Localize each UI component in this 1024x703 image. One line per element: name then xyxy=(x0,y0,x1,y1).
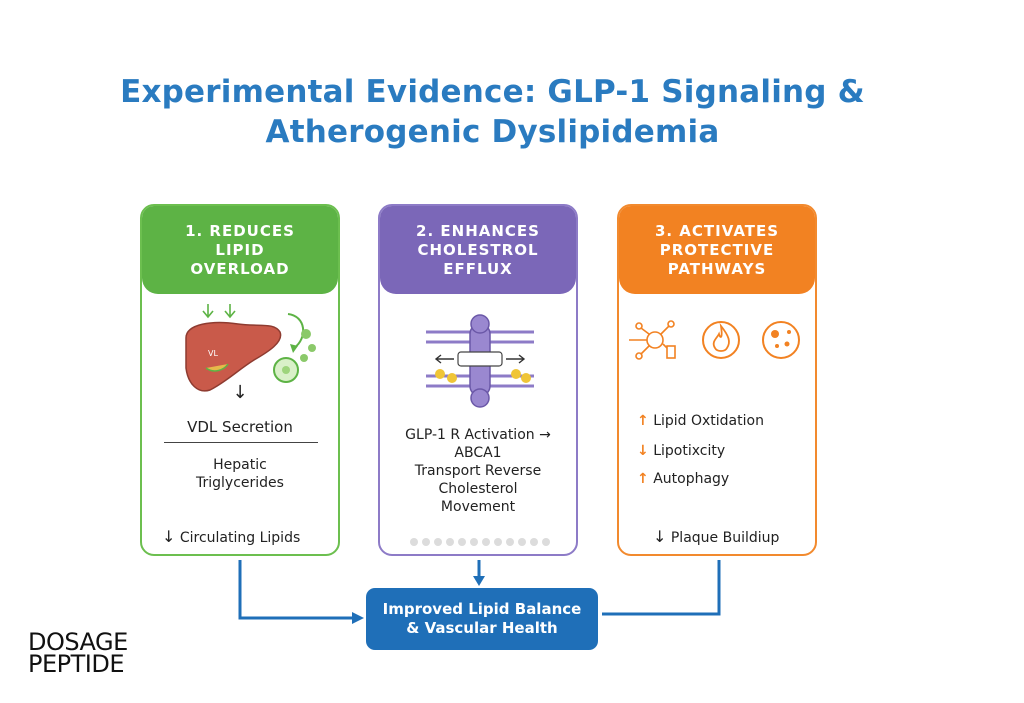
card2-body: GLP-1 R Activation → ABCA1 Transport Rev… xyxy=(380,426,576,516)
card-enhances-cholesterol-efflux: 2. ENHANCES CHOLESTROL EFFLUX GLP-1 R Ac… xyxy=(378,204,578,556)
pathway-item: ↓ Lipotixcity xyxy=(637,442,725,460)
liver-illustration: VL xyxy=(185,304,316,392)
result-line-2: & Vascular Health xyxy=(406,619,558,637)
pathway-item-label: Lipid Oxtidation xyxy=(653,413,764,429)
pathway-item-label: Autophagy xyxy=(653,471,730,487)
molecule-network-icon xyxy=(629,320,676,360)
logo-line-2: PEPTIDE xyxy=(28,650,124,678)
pathway-item: ↑ Lipid Oxtidation xyxy=(637,412,764,430)
card1-heading-line: OVERLOAD xyxy=(190,259,290,278)
card2-heading: 2. ENHANCES CHOLESTROL EFFLUX xyxy=(380,206,576,294)
dot xyxy=(434,538,442,546)
arrow-card1-to-result xyxy=(238,560,352,620)
card2-body-line: ABCA1 xyxy=(454,445,502,461)
left-arrow-icon xyxy=(434,354,454,364)
card-activates-protective-pathways: 3. ACTIVATES PROTECTIVE PATHWAYS ↑ Lipid… xyxy=(617,204,817,556)
dot xyxy=(494,538,502,546)
dot xyxy=(458,538,466,546)
dot xyxy=(410,538,418,546)
pathway-item: ↑ Autophagy xyxy=(637,470,729,488)
title-line-1: Experimental Evidence: GLP-1 Signaling & xyxy=(120,74,865,110)
card2-body-line: Transport Reverse xyxy=(414,463,542,479)
pagination-dots xyxy=(410,538,550,546)
dot xyxy=(530,538,538,546)
right-arrow-icon xyxy=(506,354,526,364)
flame-icon xyxy=(702,321,740,359)
card3-heading-line: PATHWAYS xyxy=(667,259,767,278)
fraction-divider xyxy=(164,442,318,443)
circulating-lipids-label: Circulating Lipids xyxy=(179,530,301,546)
circulating-lipids-row: ↓ Circulating Lipids xyxy=(162,528,300,547)
triglycerides-label: Triglycerides xyxy=(196,475,284,491)
card1-heading-line: 1. REDUCES xyxy=(185,221,295,240)
card2-body-line: GLP-1 R Activation → xyxy=(405,427,551,443)
title-line-2: Atherogenic Dyslipidemia xyxy=(265,114,720,150)
card1-heading: 1. REDUCES LIPID OVERLOAD xyxy=(142,206,338,294)
dot xyxy=(422,538,430,546)
curve-arrow-icon xyxy=(287,313,304,349)
plaque-buildup-label: Plaque Buildiup xyxy=(670,530,780,546)
up-arrow-icon: ↑ xyxy=(637,413,649,429)
down-arrow-icon xyxy=(224,304,236,319)
dot xyxy=(446,538,454,546)
card3-heading: 3. ACTIVATES PROTECTIVE PATHWAYS xyxy=(619,206,815,294)
dosage-peptide-logo: DOSAGE PEPTIDE xyxy=(28,628,128,678)
dot xyxy=(518,538,526,546)
dot xyxy=(482,538,490,546)
pathway-icons xyxy=(629,320,800,360)
card3-heading-line: 3. ACTIVATES xyxy=(654,221,780,240)
dot xyxy=(542,538,550,546)
arrow-card3-to-result xyxy=(602,560,721,616)
down-arrow-icon xyxy=(202,304,214,319)
card2-heading-line: EFFLUX xyxy=(443,259,513,278)
card2-heading-line: CHOLESTROL xyxy=(417,240,539,259)
arrowhead-2 xyxy=(473,576,485,586)
down-arrow-icon: ↓ xyxy=(637,443,649,459)
result-box: Improved Lipid Balance & Vascular Health xyxy=(366,588,598,650)
arrowhead-1 xyxy=(352,612,364,624)
dot xyxy=(506,538,514,546)
card2-heading-line: 2. ENHANCES xyxy=(416,221,540,240)
card2-body-line: Cholesterol xyxy=(438,481,518,497)
diagram-title: Experimental Evidence: GLP-1 Signaling &… xyxy=(0,72,985,152)
liver-icon xyxy=(185,321,282,392)
plaque-buildup-row: ↓ Plaque Buildiup xyxy=(653,528,779,547)
pathway-item-label: Lipotixcity xyxy=(653,443,726,459)
down-arrow-icon: ↓ xyxy=(653,527,667,546)
hepatic-label: Hepatic xyxy=(213,457,267,473)
card1-heading-line: LIPID xyxy=(215,240,265,259)
card3-heading-line: PROTECTIVE xyxy=(659,240,775,259)
liver-label: VL xyxy=(208,349,218,358)
cell-icon xyxy=(762,321,800,359)
card-reduces-lipid-overload: 1. REDUCES LIPID OVERLOAD VL ↓ VDL Secre… xyxy=(140,204,340,556)
up-arrow-icon: ↑ xyxy=(637,471,649,487)
result-line-1: Improved Lipid Balance xyxy=(382,600,582,618)
dot xyxy=(470,538,478,546)
card2-body-line: Movement xyxy=(440,499,516,515)
logo-line-1: DOSAGE xyxy=(28,628,128,656)
down-arrow-glyph: ↓ xyxy=(232,382,248,403)
down-arrow-icon: ↓ xyxy=(162,527,176,546)
membrane-transporter-illustration xyxy=(426,314,534,408)
vdl-secretion-label: VDL Secretion xyxy=(187,418,293,436)
